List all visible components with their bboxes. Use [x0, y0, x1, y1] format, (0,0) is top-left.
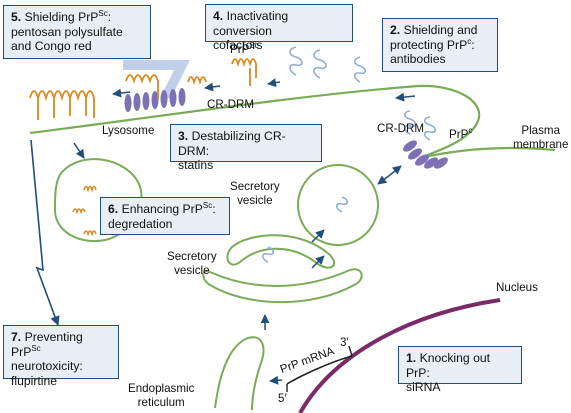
prpsc-aggregates-left — [29, 90, 95, 120]
label-prpc-sup: c — [468, 126, 473, 135]
intervention-box-7: 7. Preventing PrPSc neurotoxicity: flupi… — [3, 325, 119, 388]
label-sv2-line1: Secretory — [167, 250, 217, 263]
intervention-box-5: 5. Shielding PrPSc: pentosan polysulfate… — [3, 5, 151, 59]
label-sv2-line2: vesicle — [174, 263, 210, 277]
box4-num: 4. — [213, 9, 224, 23]
label-three-prime: 3′ — [340, 336, 349, 349]
secretory-vesicle-round — [297, 164, 379, 246]
box4-line2: cofactors — [213, 38, 263, 52]
prpsc-aggregates-top — [125, 58, 257, 99]
label-er-line2: reticulum — [137, 395, 185, 409]
label-prpc: PrPc — [449, 126, 473, 142]
box4-line1: Inactivating conversion — [213, 9, 289, 38]
raft-beads-right — [403, 140, 448, 169]
box2-colon: : — [471, 37, 475, 52]
box5-line3: and Congo red — [11, 39, 92, 53]
box2-line2: protecting PrP — [390, 37, 468, 52]
box6-num: 6. — [108, 202, 119, 216]
box1-line2: siRNA — [406, 380, 441, 394]
label-nucleus: Nucleus — [496, 281, 538, 294]
intervention-box-2: 2. Shielding and protecting PrPc: antibo… — [382, 18, 498, 72]
box1-num: 1. — [406, 351, 417, 365]
label-prpc-text: PrP — [449, 128, 469, 141]
box5-num: 5. — [11, 10, 22, 24]
pathway-arrows — [73, 78, 416, 385]
box3-num: 3. — [178, 129, 189, 143]
label-plasma-line2: membrane — [513, 137, 569, 151]
box7-line1: Preventing PrP — [11, 330, 83, 359]
box2-line3: antibodies — [390, 52, 446, 66]
box5-colon: : — [107, 10, 112, 24]
antibody-shield — [123, 60, 190, 98]
box5-sup: Sc — [98, 9, 108, 18]
prpc-proteins — [261, 46, 437, 263]
lysosome — [53, 158, 143, 243]
label-secretory-vesicle-2: Secretory vesicle — [167, 250, 217, 277]
label-endoplasmic-reticulum: Endoplasmic reticulum — [128, 382, 194, 409]
prpsc-lysosome — [72, 185, 97, 237]
mrna-tail — [286, 345, 353, 392]
raft-beads-top — [124, 88, 186, 112]
label-plasma-membrane: Plasma membrane — [513, 124, 568, 151]
label-er-line1: Endoplasmic — [128, 382, 195, 395]
label-prpsc: PrPSc — [230, 41, 259, 57]
mrna-strand — [286, 355, 353, 385]
label-sv1-line2: vesicle — [237, 193, 273, 207]
label-crdrm-right: CR-DRM — [377, 122, 425, 135]
label-crdrm-top: CR-DRM — [207, 98, 255, 111]
intervention-box-4: 4. Inactivating conversion cofactors — [205, 4, 353, 52]
box1-line1: Knocking out PrP: — [406, 351, 491, 380]
label-secretory-vesicle-1: Secretory vesicle — [230, 180, 280, 207]
intervention-box-3: 3. Destabilizing CR-DRM: statins — [170, 124, 322, 172]
intervention-box-6: 6. Enhancing PrPSc: degredation — [100, 197, 230, 235]
box6-colon: : — [212, 202, 216, 216]
box2-line1: Shielding and — [403, 23, 478, 37]
lightning-arrow — [30, 139, 60, 326]
golgi-stack-2 — [202, 268, 363, 304]
box5-line2: pentosan polysulfate — [11, 24, 123, 39]
box7-line2: neurotoxicity: — [11, 359, 83, 373]
label-sv1-line1: Secretory — [230, 180, 280, 193]
nucleus-envelope — [298, 298, 501, 413]
box6-sup: Sc — [202, 201, 213, 210]
box7-sup: Sc — [31, 343, 41, 353]
box6-line1: Enhancing PrP — [121, 202, 203, 216]
label-plasma-line1: Plasma — [521, 124, 561, 137]
intervention-box-1: 1. Knocking out PrP: siRNA — [398, 346, 522, 394]
box7-num: 7. — [11, 330, 22, 344]
box3-line2: statins — [178, 158, 214, 172]
label-prpsc-text: PrP — [230, 43, 250, 56]
label-five-prime: 5′ — [278, 392, 287, 405]
box2-sup: c — [467, 36, 472, 46]
endoplasmic-reticulum — [214, 336, 265, 411]
box5-line1: Shielding PrP — [24, 10, 99, 24]
label-lysosome: Lysosome — [102, 124, 155, 137]
label-prpsc-sup: Sc — [249, 41, 259, 50]
box7-line3: flupirtine — [11, 373, 58, 388]
box3-line1: Destabilizing CR-DRM: — [178, 129, 286, 158]
plasma-membrane — [29, 84, 556, 160]
box6-line2: degredation — [108, 216, 173, 231]
box2-num: 2. — [390, 23, 401, 37]
